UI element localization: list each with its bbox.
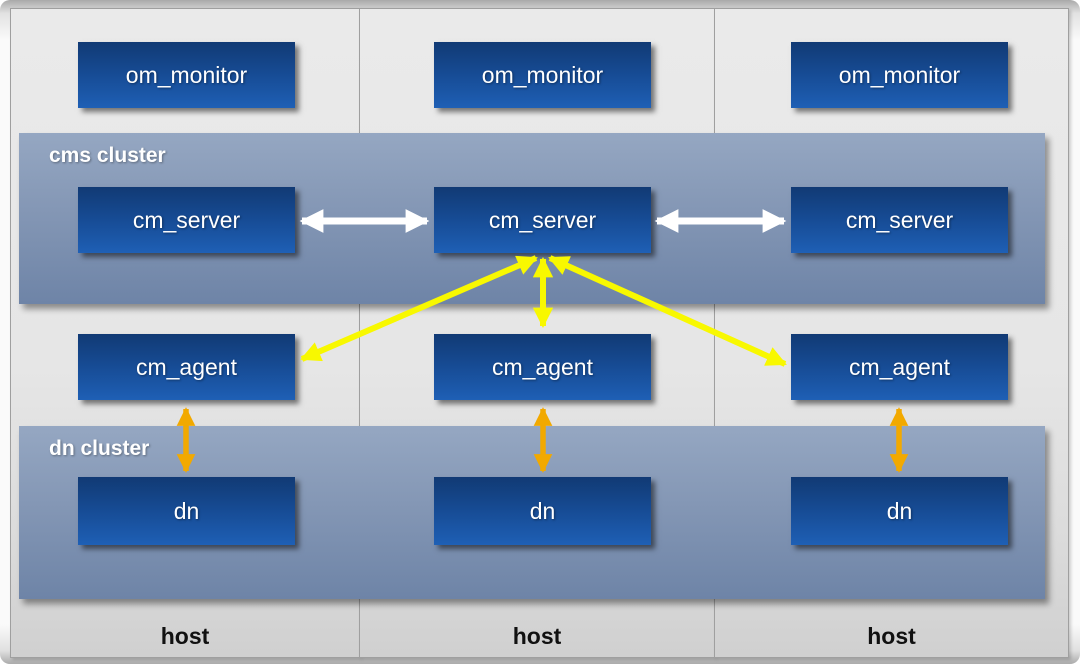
cm-server-node-host1: cm_server — [78, 187, 295, 253]
host-label-2: host — [512, 623, 562, 649]
cm-agent-node-host1: cm_agent — [78, 334, 295, 400]
cm-agent-node-host2: cm_agent — [434, 334, 651, 400]
om-monitor-node-host2: om_monitor — [434, 42, 651, 108]
dn-node-host2: dn — [434, 477, 651, 545]
om-monitor-node-host3: om_monitor — [791, 42, 1008, 108]
om-monitor-node-host1: om_monitor — [78, 42, 295, 108]
cms-cluster-label: cms cluster — [49, 144, 166, 167]
cm-server-node-host2: cm_server — [434, 187, 651, 253]
cm-server-node-host3: cm_server — [791, 187, 1008, 253]
dn-cluster-label: dn cluster — [49, 437, 150, 460]
cm-agent-node-host3: cm_agent — [791, 334, 1008, 400]
host-label-1: host — [160, 623, 210, 649]
dn-node-host1: dn — [78, 477, 295, 545]
host-label-3: host — [867, 623, 916, 649]
dn-node-host3: dn — [791, 477, 1008, 545]
